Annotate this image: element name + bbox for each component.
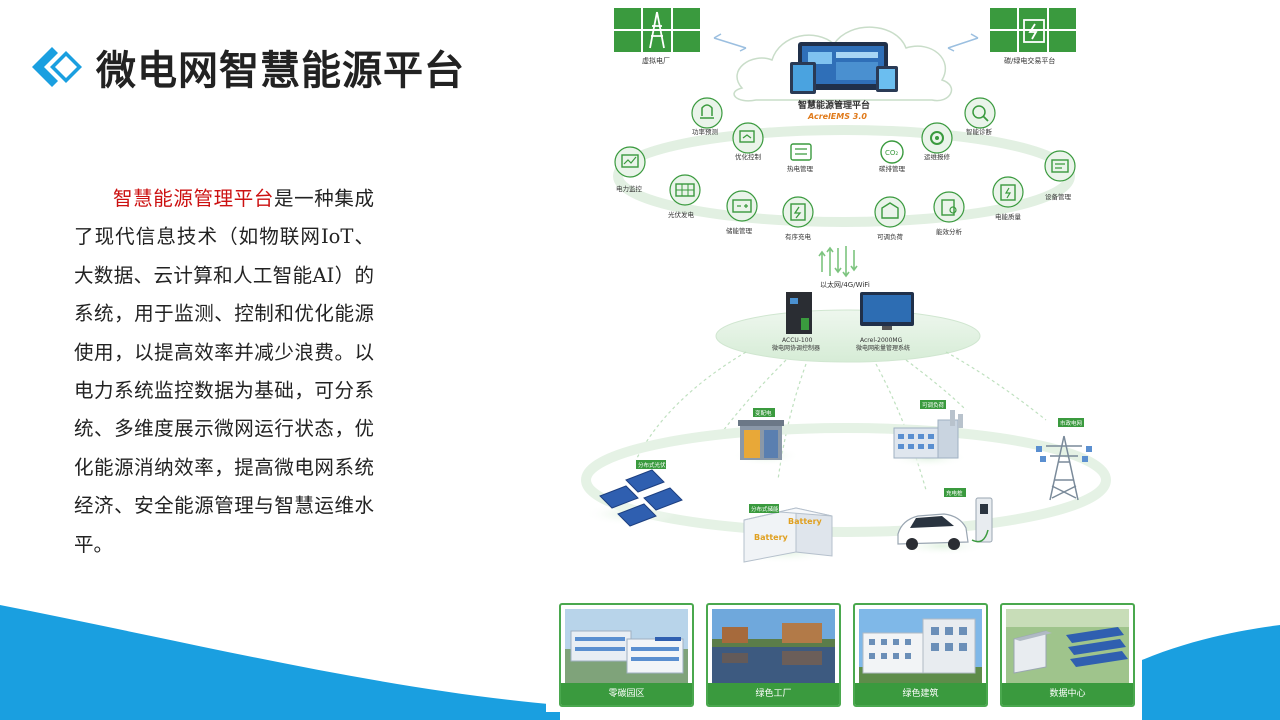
pv-generation-label: 光伏发电	[668, 210, 695, 219]
equipment-management-label: 设备管理	[1045, 192, 1072, 201]
equipment-management-icon	[1044, 150, 1076, 182]
description-paragraph: 智慧能源管理平台是一种集成了现代信息技术（如物联网IoT、大数据、云计算和人工智…	[74, 180, 374, 564]
page-header: 微电网智慧能源平台	[28, 38, 465, 96]
card-caption: 绿色建筑	[855, 683, 986, 705]
ev-label: 充电桩	[946, 489, 963, 497]
power-forecast-icon	[691, 97, 723, 129]
storage-management-icon	[726, 190, 758, 222]
ev-tag	[944, 488, 966, 497]
carbon-management-label: 碳排管理	[879, 164, 906, 173]
page-title: 微电网智慧能源平台	[96, 48, 465, 94]
card-caption: 数据中心	[1002, 683, 1133, 705]
platform-title: 智慧能源管理平台	[798, 99, 870, 111]
green-building-photo	[859, 609, 982, 683]
ops-maintenance-icon	[921, 122, 953, 154]
battery-text-1: Battery	[754, 533, 789, 542]
ordered-charging-icon	[782, 196, 814, 228]
heat-cold-icon	[790, 143, 812, 161]
dashed-links	[635, 351, 1047, 491]
tower-tag	[1058, 418, 1084, 427]
power-quality-icon	[992, 176, 1024, 208]
zero-carbon-park-photo	[565, 609, 688, 683]
storage-label: 分布式储能	[751, 505, 779, 513]
device-1-model: ACCU-100	[782, 337, 813, 344]
virtual-power-plant-icon	[614, 8, 700, 52]
site-ring	[581, 423, 1111, 537]
platform-subtitle: AcrelEMS 3.0	[807, 112, 867, 121]
transformer-label: 变配电	[755, 409, 772, 417]
adjustable-load-label: 可调负荷	[877, 232, 904, 241]
data-center-photo	[1006, 609, 1129, 683]
power-monitor-icon	[614, 146, 646, 178]
smart-diagnosis-icon	[964, 97, 996, 129]
card-caption: 绿色工厂	[708, 683, 839, 705]
factory-tag	[920, 400, 946, 409]
green-factory-photo	[712, 609, 835, 683]
scenario-cards: 零碳园区 绿色工厂 绿色建筑 数据中心	[559, 603, 1135, 707]
transmission-tower-icon	[1046, 435, 1082, 501]
energy-analysis-label: 能效分析	[936, 227, 963, 236]
smart-diagnosis-label: 智能诊断	[966, 127, 993, 136]
device-2-desc: 微电网能量管理系统	[856, 344, 910, 352]
device-platform	[715, 309, 981, 363]
carbon-trading-label: 碳/绿电交易平台	[1004, 56, 1055, 65]
device-1-desc: 微电网协调控制器	[772, 344, 820, 352]
battery-text-2: Battery	[788, 517, 823, 526]
card-zero-carbon-park[interactable]: 零碳园区	[559, 603, 694, 707]
card-caption: 零碳园区	[561, 683, 692, 705]
ems-monitor	[860, 292, 914, 330]
tower-label: 市政电网	[1060, 419, 1083, 427]
svg-text:CO₂: CO₂	[885, 149, 898, 157]
carbon-trading-icon	[990, 8, 1076, 52]
power-monitor-label: 电力监控	[616, 184, 643, 193]
card-green-building[interactable]: 绿色建筑	[853, 603, 988, 707]
pv-tag	[636, 460, 666, 469]
card-green-factory[interactable]: 绿色工厂	[706, 603, 841, 707]
diamond-chevron-icon	[32, 47, 82, 87]
link-arrows	[713, 33, 979, 52]
highlight-term: 智慧能源管理平台	[113, 187, 274, 210]
carbon-management-icon: CO₂	[880, 140, 904, 164]
network-label: 以太网/4G/WiFi	[820, 280, 870, 289]
controller-cabinet	[786, 292, 812, 334]
power-forecast-label: 功率预测	[692, 127, 719, 136]
energy-analysis-icon	[933, 191, 965, 223]
pv-label: 分布式光伏	[638, 461, 666, 469]
ev-charging-icon	[897, 497, 993, 550]
transformer-tag	[753, 408, 775, 417]
pv-generation-icon	[669, 174, 701, 206]
factory-label: 可调负荷	[922, 401, 945, 409]
transformer-station-icon	[738, 420, 784, 460]
ordered-charging-label: 有序充电	[785, 232, 812, 241]
solar-panels-icon	[599, 469, 683, 527]
adjustable-load-icon	[874, 196, 906, 228]
platform-screens	[790, 42, 898, 94]
storage-management-label: 储能管理	[726, 226, 753, 235]
card-data-center[interactable]: 数据中心	[1000, 603, 1135, 707]
architecture-diagram: 虚拟电厂 碳/绿电交易平台	[546, 0, 1142, 712]
heat-cold-label: 热电管理	[787, 164, 814, 173]
virtual-power-plant-label: 虚拟电厂	[642, 56, 670, 65]
network-arrows	[818, 246, 858, 278]
factory-buildings-icon	[893, 410, 963, 459]
ops-maintenance-label: 运维报修	[924, 152, 951, 161]
optimize-control-icon	[732, 122, 764, 154]
function-icons: 功率预测 优化控制 热电管理 CO₂ 碳排管理 运维报修 智能诊断 电力监控 光…	[614, 97, 1076, 241]
description-text: 是一种集成了现代信息技术（如物联网IoT、大数据、云计算和人工智能AI）的系统，…	[74, 187, 374, 556]
optimize-control-label: 优化控制	[735, 152, 762, 161]
battery-storage-icon: Battery Battery	[743, 507, 833, 563]
storage-tag	[749, 504, 779, 513]
power-quality-label: 电能质量	[995, 212, 1022, 221]
device-2-model: Acrel-2000MG	[860, 337, 903, 344]
